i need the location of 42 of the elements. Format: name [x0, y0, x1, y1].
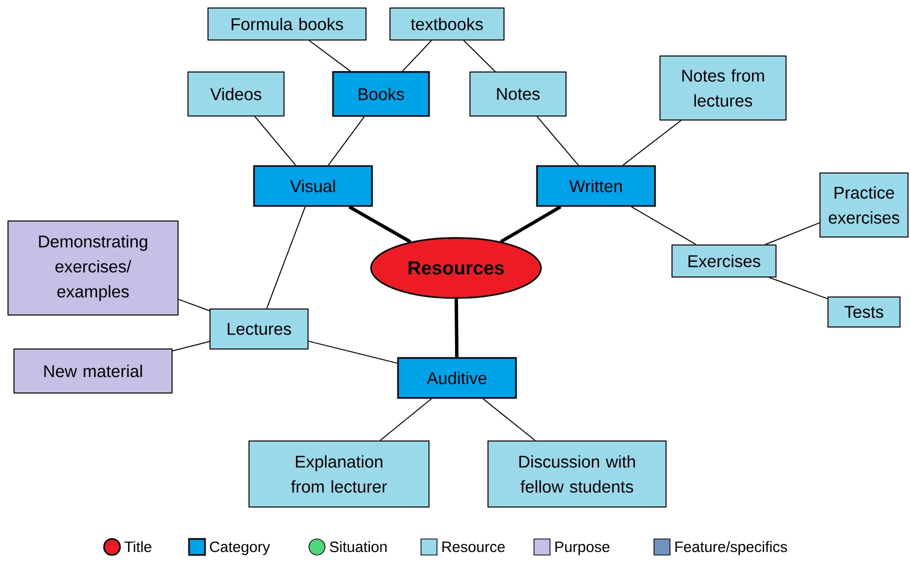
resource-box: Tests	[828, 296, 900, 328]
connector-line	[463, 40, 496, 72]
connector-line	[631, 206, 696, 245]
resource-box: Notes from lectures	[660, 56, 786, 120]
connector-line	[308, 340, 398, 364]
connector-line	[402, 40, 432, 72]
connector-line	[482, 398, 536, 441]
connector-line	[454, 298, 459, 358]
legend-label: Situation	[330, 541, 387, 552]
purpose-box: New material	[14, 348, 172, 394]
resource-box: Discussion with fellow students	[488, 440, 666, 508]
connector-line	[764, 222, 820, 245]
category-box: Visual	[253, 165, 373, 207]
connector-line	[536, 116, 579, 166]
connector-line	[380, 398, 432, 441]
connector-line	[328, 116, 365, 166]
legend-label: Category	[210, 542, 270, 556]
legend-label: Purpose	[555, 542, 610, 556]
connector-line	[768, 277, 828, 300]
category-box: Books	[332, 71, 430, 117]
resource-box: Notes	[470, 71, 566, 116]
resource-box: Videos	[188, 71, 284, 116]
resource-box: Formula books	[208, 7, 366, 40]
resource-box: textbooks	[390, 7, 504, 40]
resource-box: Lectures	[210, 308, 308, 350]
connector-line	[172, 341, 210, 352]
connector-line	[622, 120, 682, 166]
legend-label: Title	[124, 541, 152, 552]
resource-box: Explanation from lecturer	[248, 440, 430, 508]
legend-label: Resource	[442, 542, 505, 552]
connector-line	[308, 40, 351, 72]
resource-box: Exercises	[672, 244, 776, 278]
purpose-box: Demonstrating exercises/ examples	[8, 220, 178, 316]
category-box: Written	[536, 165, 656, 207]
resource-box: Practice exercises	[820, 172, 908, 238]
connector-line	[178, 298, 210, 312]
connector-line	[254, 116, 296, 166]
legend-label: Feature/specifics	[675, 541, 788, 556]
connector-line	[266, 206, 306, 309]
connector-line	[500, 205, 562, 244]
category-box: Auditive	[397, 357, 517, 399]
connector-line	[348, 205, 412, 244]
